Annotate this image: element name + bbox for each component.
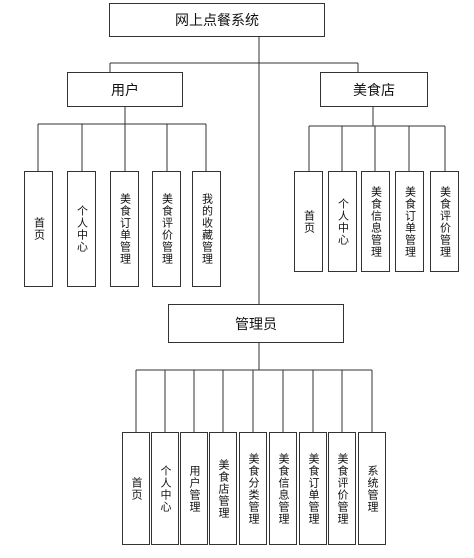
user-label: 用户 bbox=[111, 82, 139, 99]
restaurant-child-node: 首页 bbox=[294, 171, 323, 272]
admin-child-label: 美食分类管理 bbox=[247, 452, 260, 525]
user-child-label: 个人中心 bbox=[75, 205, 89, 253]
admin-child-label: 用户管理 bbox=[188, 464, 201, 513]
admin-child-label: 美食店管理 bbox=[217, 458, 230, 519]
user-child-node: 我的收藏管理 bbox=[192, 171, 221, 287]
admin-child-node: 首页 bbox=[122, 432, 150, 545]
restaurant-node: 美食店 bbox=[320, 72, 428, 107]
admin-child-label: 美食订单管理 bbox=[307, 452, 320, 525]
restaurant-child-label: 美食信息管理 bbox=[369, 185, 383, 258]
admin-child-node: 美食订单管理 bbox=[299, 432, 327, 545]
admin-child-label: 美食评价管理 bbox=[336, 452, 349, 525]
user-child-node: 个人中心 bbox=[67, 171, 96, 287]
admin-child-node: 美食分类管理 bbox=[239, 432, 267, 545]
admin-child-node: 美食信息管理 bbox=[269, 432, 297, 545]
restaurant-child-label: 首页 bbox=[302, 209, 316, 234]
user-child-label: 我的收藏管理 bbox=[200, 193, 214, 265]
restaurant-label: 美食店 bbox=[353, 82, 395, 99]
user-child-label: 美食评价管理 bbox=[160, 193, 174, 265]
user-node: 用户 bbox=[67, 72, 183, 107]
restaurant-child-label: 美食订单管理 bbox=[403, 185, 417, 258]
user-child-label: 美食订单管理 bbox=[118, 193, 132, 265]
user-child-label: 首页 bbox=[32, 217, 46, 241]
restaurant-child-label: 美食评价管理 bbox=[438, 185, 452, 258]
root-label: 网上点餐系统 bbox=[175, 13, 259, 29]
admin-child-node: 系统管理 bbox=[358, 432, 386, 545]
admin-child-label: 美食信息管理 bbox=[277, 452, 290, 525]
admin-child-node: 美食店管理 bbox=[209, 432, 237, 545]
user-child-node: 美食订单管理 bbox=[110, 171, 139, 287]
restaurant-child-node: 美食信息管理 bbox=[361, 171, 390, 272]
admin-child-node: 个人中心 bbox=[151, 432, 179, 545]
user-child-node: 美食评价管理 bbox=[152, 171, 181, 287]
root-node: 网上点餐系统 bbox=[109, 3, 325, 37]
restaurant-child-node: 个人中心 bbox=[328, 171, 357, 272]
admin-child-label: 个人中心 bbox=[159, 464, 172, 513]
admin-label: 管理员 bbox=[235, 316, 277, 333]
admin-child-node: 美食评价管理 bbox=[328, 432, 356, 545]
admin-child-label: 系统管理 bbox=[366, 464, 379, 513]
admin-node: 管理员 bbox=[168, 304, 344, 343]
admin-child-node: 用户管理 bbox=[180, 432, 208, 545]
restaurant-child-node: 美食订单管理 bbox=[395, 171, 424, 272]
restaurant-child-node: 美食评价管理 bbox=[430, 171, 459, 272]
admin-child-label: 首页 bbox=[130, 476, 143, 501]
user-child-node: 首页 bbox=[24, 171, 53, 287]
restaurant-child-label: 个人中心 bbox=[336, 197, 350, 246]
